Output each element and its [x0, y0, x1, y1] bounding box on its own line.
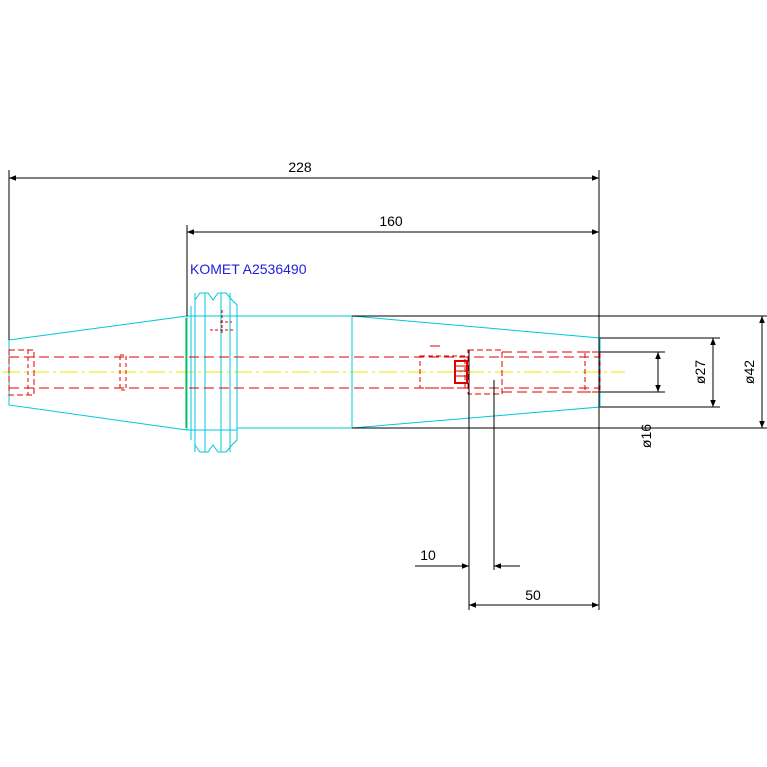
dimension-lines [8, 170, 767, 610]
dim-step-length: 10 [420, 547, 436, 563]
dim-bore-depth: 50 [525, 587, 541, 603]
taper-shank [8, 315, 188, 431]
hidden-features [8, 310, 601, 396]
dim-diameter-body: ø27 [692, 360, 708, 384]
part-label: KOMET A2536490 [190, 261, 307, 277]
dim-overall-length: 228 [288, 159, 312, 175]
dim-body-length: 160 [379, 213, 403, 229]
dim-diameter-bore: ø16 [638, 424, 654, 448]
tool-outline [8, 292, 601, 453]
dim-diameter-outer: ø42 [741, 360, 757, 384]
